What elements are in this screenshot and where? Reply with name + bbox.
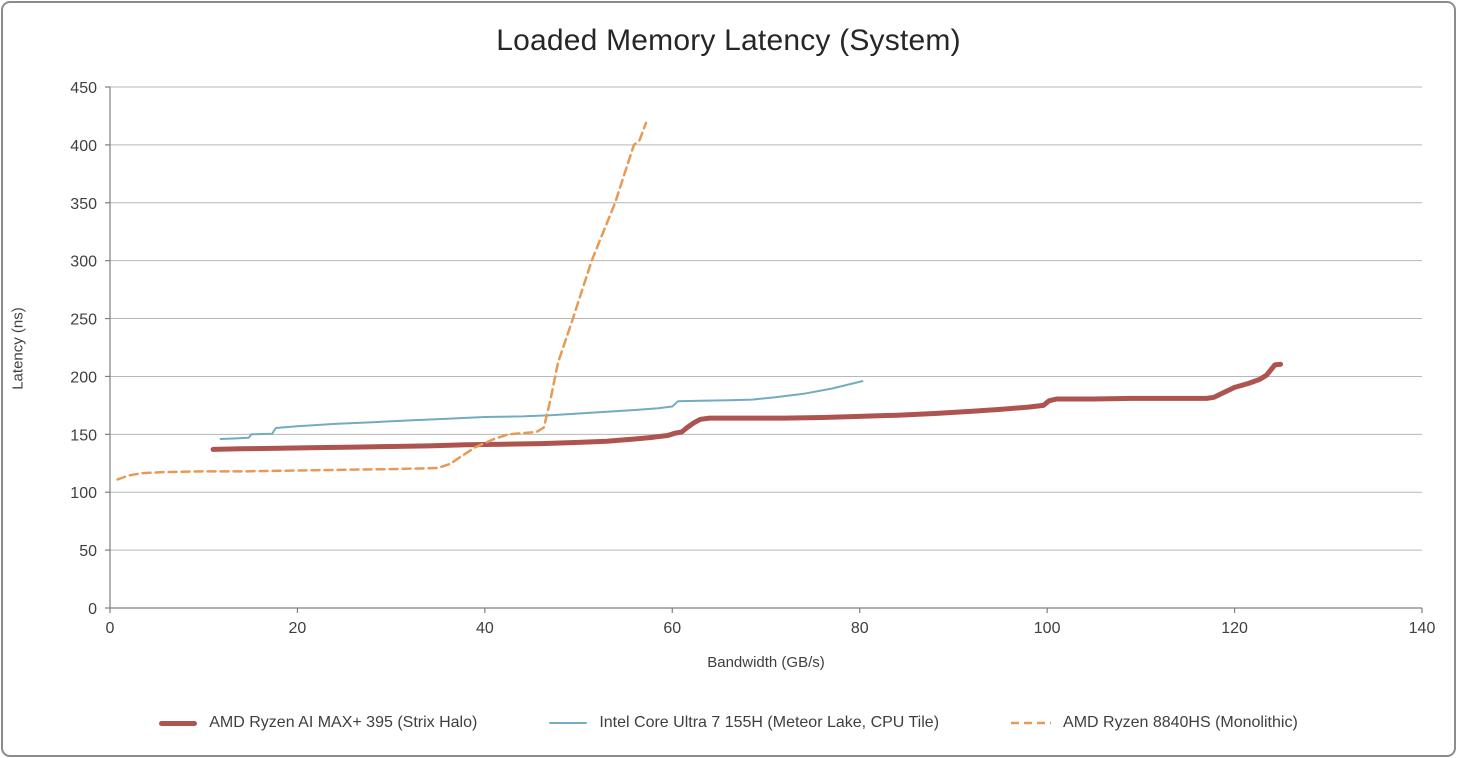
y-tick-label: 150	[70, 427, 97, 444]
x-tick-label: 20	[289, 620, 307, 637]
x-tick-label: 80	[851, 620, 869, 637]
x-tick-label: 100	[1034, 620, 1061, 637]
y-tick-label: 0	[88, 601, 97, 618]
y-tick-label: 350	[70, 196, 97, 213]
y-tick-label: 400	[70, 138, 97, 155]
legend-label-2: AMD Ryzen 8840HS (Monolithic)	[1063, 714, 1298, 731]
legend-swatch-2	[1011, 721, 1052, 725]
y-tick-label: 450	[70, 80, 97, 97]
x-tick-label: 60	[663, 620, 681, 637]
y-tick-label: 250	[70, 312, 97, 329]
legend-label-1: Intel Core Ultra 7 155H (Meteor Lake, CP…	[599, 714, 940, 731]
x-tick-label: 120	[1221, 620, 1248, 637]
series-line-2	[116, 121, 648, 481]
legend-item-1: Intel Core Ultra 7 155H (Meteor Lake, CP…	[549, 714, 939, 732]
legend-item-2: AMD Ryzen 8840HS (Monolithic)	[1011, 714, 1298, 732]
y-tick-label: 200	[70, 369, 97, 386]
series-line-1	[219, 380, 864, 440]
y-axis-title: Latency (ns)	[9, 307, 27, 390]
series-line-0	[210, 361, 1283, 452]
x-tick-label: 140	[1409, 620, 1436, 637]
legend-swatch-0	[159, 720, 198, 726]
y-tick-label: 300	[70, 254, 97, 271]
legend-label-0: AMD Ryzen AI MAX+ 395 (Strix Halo)	[209, 714, 478, 731]
y-tick-label: 50	[79, 543, 97, 560]
y-tick-label: 100	[70, 485, 97, 502]
chart-title: Loaded Memory Latency (System)	[496, 24, 961, 57]
x-axis-title: Bandwidth (GB/s)	[707, 654, 825, 671]
x-tick-label: 40	[476, 620, 494, 637]
x-tick-label: 0	[106, 620, 115, 637]
legend: AMD Ryzen AI MAX+ 395 (Strix Halo) Intel …	[0, 703, 1457, 743]
legend-swatch-1	[549, 722, 588, 724]
legend-item-0: AMD Ryzen AI MAX+ 395 (Strix Halo)	[159, 714, 477, 732]
